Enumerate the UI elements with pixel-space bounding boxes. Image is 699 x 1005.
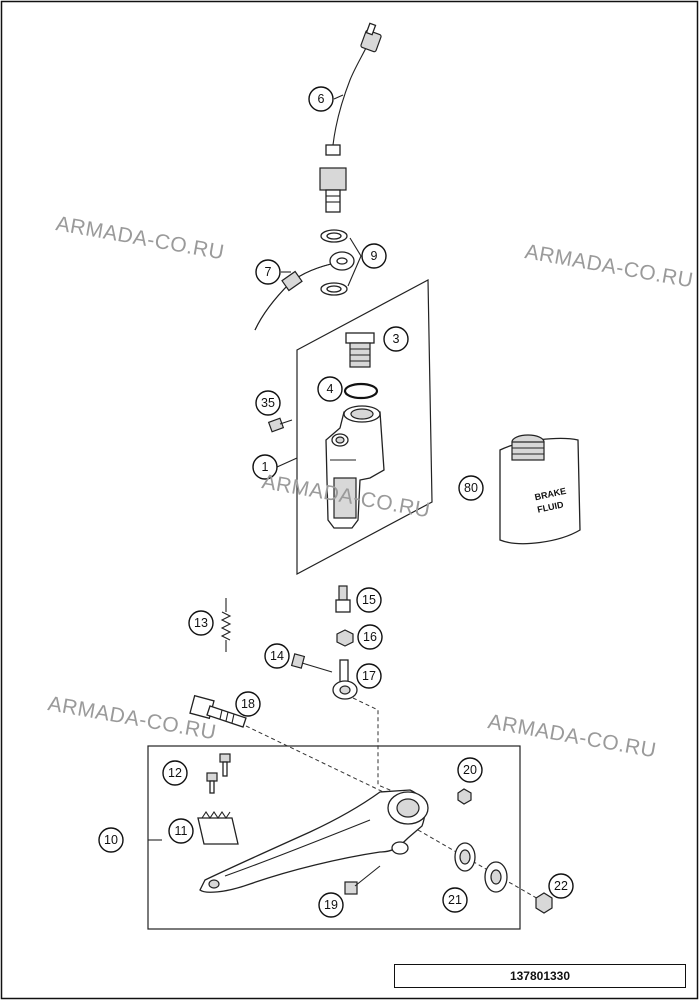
assembly-line-bearings [417, 829, 541, 901]
o-ring [343, 382, 379, 400]
svg-text:80: 80 [464, 481, 478, 495]
brake-pedal [199, 789, 429, 893]
svg-text:10: 10 [104, 833, 118, 847]
svg-text:3: 3 [393, 332, 400, 346]
svg-text:15: 15 [362, 593, 376, 607]
nut-16 [336, 629, 354, 647]
reservoir-nut [345, 332, 375, 368]
sealing-rings [320, 229, 348, 296]
svg-text:12: 12 [168, 766, 182, 780]
return-spring [220, 598, 232, 652]
callout-7: 7 [255, 259, 281, 285]
brake-light-switch [319, 22, 382, 213]
pedal-step [197, 811, 239, 845]
reference-number-box: 137801330 [394, 964, 686, 988]
push-rod-end [335, 585, 351, 613]
callout-22: 22 [548, 873, 574, 899]
nut-22 [535, 892, 553, 914]
svg-text:20: 20 [463, 763, 477, 777]
bearings-21 [454, 842, 508, 893]
bolt-19 [344, 865, 381, 895]
callout-10: 10 [98, 827, 124, 853]
svg-text:14: 14 [270, 649, 284, 663]
callout-4: 4 [317, 376, 343, 402]
callout-21: 21 [442, 887, 468, 913]
screw-35 [267, 417, 293, 433]
brake-hose [254, 251, 355, 331]
leader-lines [148, 94, 362, 841]
callout-9: 9 [361, 243, 387, 269]
pivot-bolt-18 [189, 694, 247, 728]
reference-number: 137801330 [509, 969, 571, 983]
callout-17: 17 [356, 663, 382, 689]
callout-3: 3 [383, 326, 409, 352]
callout-80: 80 [458, 475, 484, 501]
brake-fluid-bottle: BRAKE FLUID [499, 434, 581, 545]
callout-1: 1 [252, 454, 278, 480]
nut-20 [457, 788, 472, 805]
screws-12 [206, 753, 231, 794]
callout-19: 19 [318, 892, 344, 918]
svg-text:7: 7 [265, 265, 272, 279]
callout-16: 16 [357, 624, 383, 650]
svg-text:19: 19 [324, 898, 338, 912]
bolt-14 [290, 653, 333, 673]
callout-15: 15 [356, 587, 382, 613]
svg-text:6: 6 [318, 92, 325, 106]
callout-18: 18 [235, 691, 261, 717]
svg-text:17: 17 [362, 669, 376, 683]
svg-text:1: 1 [262, 460, 269, 474]
svg-text:35: 35 [261, 396, 275, 410]
callout-14: 14 [264, 643, 290, 669]
assembly-line-pivot [245, 725, 401, 801]
cylinder-assembly-frame [296, 279, 433, 575]
callout-11: 11 [168, 818, 194, 844]
callout-35: 35 [255, 390, 281, 416]
assembly-line-clevis [352, 697, 403, 796]
svg-text:13: 13 [194, 616, 208, 630]
svg-text:4: 4 [327, 382, 334, 396]
callout-12: 12 [162, 760, 188, 786]
callout-13: 13 [188, 610, 214, 636]
svg-text:16: 16 [363, 630, 377, 644]
master-cylinder-body [325, 405, 385, 529]
callout-20: 20 [457, 757, 483, 783]
svg-text:22: 22 [554, 879, 568, 893]
svg-text:9: 9 [371, 249, 378, 263]
svg-text:18: 18 [241, 697, 255, 711]
clevis-17 [332, 659, 358, 700]
svg-text:11: 11 [175, 824, 188, 838]
callout-6: 6 [308, 86, 334, 112]
svg-text:21: 21 [448, 893, 462, 907]
pedal-assembly-frame [147, 745, 521, 930]
